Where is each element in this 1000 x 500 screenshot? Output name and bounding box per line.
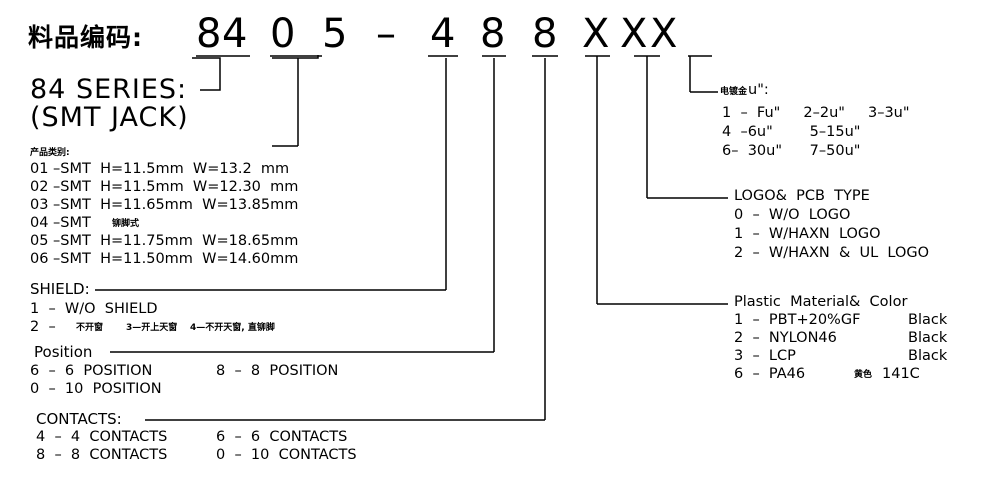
leader-series <box>192 57 221 91</box>
plastic-row-4-color: 141C <box>882 366 920 382</box>
plating-row-2: 4 –6u" 5–15u" <box>722 124 861 140</box>
header-label: 料品编码: <box>28 23 143 52</box>
pn-char-4: 5 <box>322 11 348 57</box>
contacts-row-1-a: 4 – 4 CONTACTS <box>36 429 168 445</box>
pn-char-6: 4 <box>430 11 456 57</box>
pn-char-5: – <box>376 11 396 57</box>
product-type-title: 产品类别: <box>30 148 70 158</box>
shield-row-2-c: 4—不开天窗, 直铆脚 <box>190 323 275 333</box>
position-row-2: 0 – 10 POSITION <box>30 381 162 397</box>
plastic-row-3-color: Black <box>908 348 948 364</box>
shield-row-2-b: 3—开上天窗 <box>126 323 178 333</box>
contacts-row-2-b: 0 – 10 CONTACTS <box>216 447 357 463</box>
shield-row-2-prefix: 2 – <box>30 319 56 335</box>
logo-row-1: 0 – W/O LOGO <box>734 207 851 223</box>
product-type-row-5: 05 –SMT H=11.75mm W=18.65mm <box>30 233 299 249</box>
plastic-row-4-cn: 黄色 <box>854 370 873 380</box>
plating-title-cn: 电镀金 <box>720 87 748 97</box>
shield-row-1: 1 – W/O SHIELD <box>30 301 158 317</box>
product-type-row-3: 03 –SMT H=11.65mm W=13.85mm <box>30 197 299 213</box>
plastic-row-3-code: 3 – LCP <box>734 348 796 364</box>
shield-title: SHIELD: <box>30 280 90 298</box>
pn-char-2: 4 <box>222 11 248 57</box>
series-line-1: 84 SERIES: <box>30 74 188 105</box>
plastic-row-4-code: 6 – PA46 <box>734 366 806 382</box>
plastic-row-2-color: Black <box>908 330 948 346</box>
plastic-row-2-code: 2 – NYLON46 <box>734 330 837 346</box>
plastic-title: Plastic Material& Color <box>734 294 908 310</box>
pn-char-9: X <box>582 11 610 57</box>
plating-title-en: u": <box>748 82 769 98</box>
plastic-row-1-color: Black <box>908 312 948 328</box>
plastic-row-1-code: 1 – PBT+20%GF <box>734 312 861 328</box>
product-type-row-4-note: 铆脚式 <box>112 219 140 229</box>
contacts-title: CONTACTS: <box>36 410 122 428</box>
position-title: Position <box>34 343 93 361</box>
shield-row-2-note: 不开窗 <box>76 323 104 333</box>
pn-char-11: X <box>650 11 678 57</box>
product-type-row-1: 01 –SMT H=11.5mm W=13.2 mm <box>30 161 290 177</box>
logo-title: LOGO& PCB TYPE <box>734 188 870 204</box>
position-row-1-b: 8 – 8 POSITION <box>216 363 339 379</box>
pn-char-3: 0 <box>270 11 296 57</box>
pn-char-8: 8 <box>532 11 558 57</box>
position-row-1-a: 6 – 6 POSITION <box>30 363 153 379</box>
logo-row-3: 2 – W/HAXN & UL LOGO <box>734 245 930 261</box>
product-type-row-6: 06 –SMT H=11.50mm W=14.60mm <box>30 251 299 267</box>
contacts-row-1-b: 6 – 6 CONTACTS <box>216 429 348 445</box>
product-type-row-2: 02 –SMT H=11.5mm W=12.30 mm <box>30 179 299 195</box>
series-line-2: (SMT JACK) <box>30 102 189 133</box>
plating-row-3: 6– 30u" 7–50u" <box>722 143 861 159</box>
plating-row-1: 1 – Fu" 2–2u" 3–3u" <box>722 105 910 121</box>
pn-char-7: 8 <box>480 11 506 57</box>
pn-char-10: X <box>620 11 648 57</box>
pn-char-1: 8 <box>196 11 222 57</box>
contacts-row-2-a: 8 – 8 CONTACTS <box>36 447 168 463</box>
product-type-row-4: 04 –SMT <box>30 215 91 231</box>
logo-row-2: 1 – W/HAXN LOGO <box>734 226 881 242</box>
